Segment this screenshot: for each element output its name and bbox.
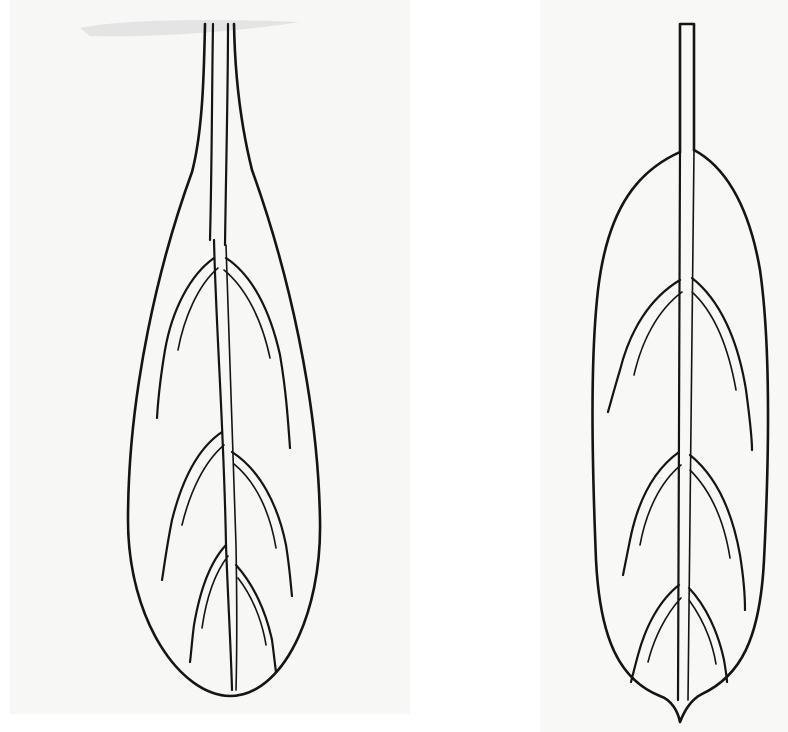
right-vein-upper-left [608,280,680,412]
right-vein-upper-left-inner [634,292,682,375]
left-midrib-inner [226,245,237,690]
left-vein-upper-left-inner [178,268,218,350]
right-midrib-inner [688,150,694,700]
left-petiole-inner-left [210,24,213,240]
right-vein-middle-left-inner [640,465,681,545]
right-vein-lower-left-inner [648,598,681,662]
left-vein-upper-right [226,258,290,448]
left-petiole-inner-right [225,24,228,245]
left-vein-lower-left [190,545,226,662]
right-vein-middle-left [623,452,679,575]
left-vein-middle-left [162,432,222,580]
right-vein-lower-left [631,585,679,682]
left-vein-upper-right-inner [224,270,270,358]
left-midrib [214,240,232,690]
paper-smudge [80,20,300,36]
right-vein-lower-right-inner [689,600,716,664]
right-vein-middle-right-inner [690,470,730,558]
left-vein-middle-right-inner [234,464,276,548]
right-leaf [593,24,769,722]
left-vein-middle-right [232,452,292,596]
left-vein-lower-left-inner [202,556,228,628]
right-petiole [680,24,694,152]
left-vein-middle-left-inner [182,445,224,525]
right-midrib [678,152,680,700]
left-vein-lower-right [236,565,276,672]
left-leaf [128,24,320,696]
right-vein-upper-right-inner [692,292,736,390]
right-vein-upper-right [692,278,752,450]
